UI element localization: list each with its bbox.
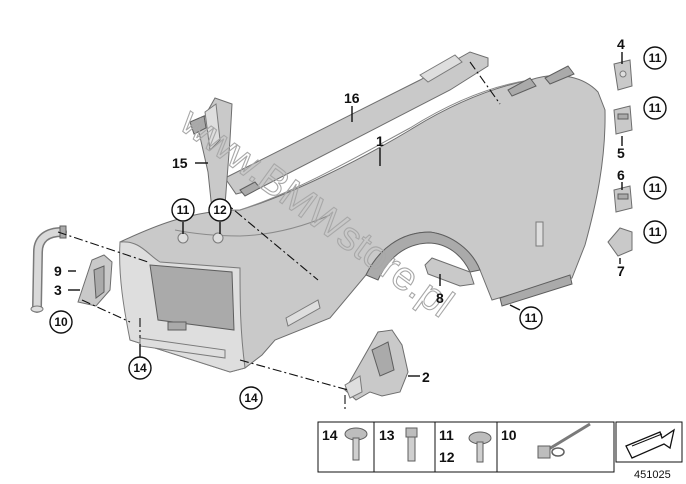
legend-label-11: 11 <box>439 427 454 443</box>
svg-text:11: 11 <box>525 311 538 325</box>
label-2: 2 <box>422 369 430 385</box>
clip-7[interactable] <box>607 227 633 257</box>
legend-label-10: 10 <box>501 427 517 443</box>
label-3: 3 <box>54 282 62 298</box>
svg-text:11: 11 <box>649 225 662 239</box>
hose-part[interactable] <box>30 225 67 313</box>
label-8: 8 <box>436 290 444 306</box>
svg-text:11: 11 <box>649 181 662 195</box>
bolt-13-icon <box>405 427 418 462</box>
svg-text:11: 11 <box>649 101 662 115</box>
label-4: 4 <box>617 36 625 52</box>
label-6: 6 <box>617 167 625 183</box>
screw-14-icon <box>344 427 368 461</box>
fastener-legend: 14 13 11 12 10 451025 <box>317 421 683 481</box>
upper-rail[interactable] <box>224 51 489 197</box>
label-7: 7 <box>617 263 625 279</box>
circle-label-12: 12 <box>208 198 232 222</box>
legend-label-14: 14 <box>322 427 338 443</box>
front-bracket[interactable] <box>77 254 113 307</box>
clip-5[interactable] <box>613 105 633 135</box>
legend-label-12: 12 <box>439 449 455 465</box>
svg-text:14: 14 <box>244 391 258 405</box>
circle-label-11-b: 11 <box>643 96 667 120</box>
label-5: 5 <box>617 145 625 161</box>
circled-labels: 11 11 11 11 11 11 12 10 14 14 <box>49 46 667 410</box>
lower-bracket[interactable] <box>344 329 409 401</box>
circle-label-11-f: 11 <box>519 306 543 330</box>
label-1: 1 <box>376 133 384 149</box>
circle-label-14-a: 14 <box>128 356 152 380</box>
legend-label-13: 13 <box>379 427 395 443</box>
circle-label-11-c: 11 <box>643 176 667 200</box>
clip-6[interactable] <box>613 185 633 213</box>
side-bracket[interactable] <box>424 257 475 287</box>
fender-panel[interactable] <box>119 65 606 373</box>
svg-text:10: 10 <box>54 315 68 329</box>
label-9: 9 <box>54 263 62 279</box>
clip-4[interactable] <box>613 59 633 91</box>
circle-label-10: 10 <box>49 310 73 334</box>
part-numbers: 1 2 3 4 5 6 7 8 9 15 16 <box>54 36 625 385</box>
svg-text:14: 14 <box>133 361 147 375</box>
diagram-id: 451025 <box>634 469 671 481</box>
screw-11-12-icon <box>468 431 492 463</box>
svg-text:11: 11 <box>649 51 662 65</box>
svg-text:11: 11 <box>177 203 190 217</box>
circle-label-14-b: 14 <box>239 386 263 410</box>
circle-label-11-e: 11 <box>171 198 195 222</box>
label-16: 16 <box>344 90 360 106</box>
label-15: 15 <box>172 155 188 171</box>
leader-lines <box>68 52 623 377</box>
svg-text:12: 12 <box>213 203 227 217</box>
circle-label-11-a: 11 <box>643 46 667 70</box>
circle-label-11-d: 11 <box>643 220 667 244</box>
dashed-connectors <box>57 61 501 410</box>
cable-tie-10-icon <box>537 422 591 459</box>
orientation-arrow-icon <box>625 428 675 459</box>
pillar-bracket[interactable] <box>189 97 233 211</box>
